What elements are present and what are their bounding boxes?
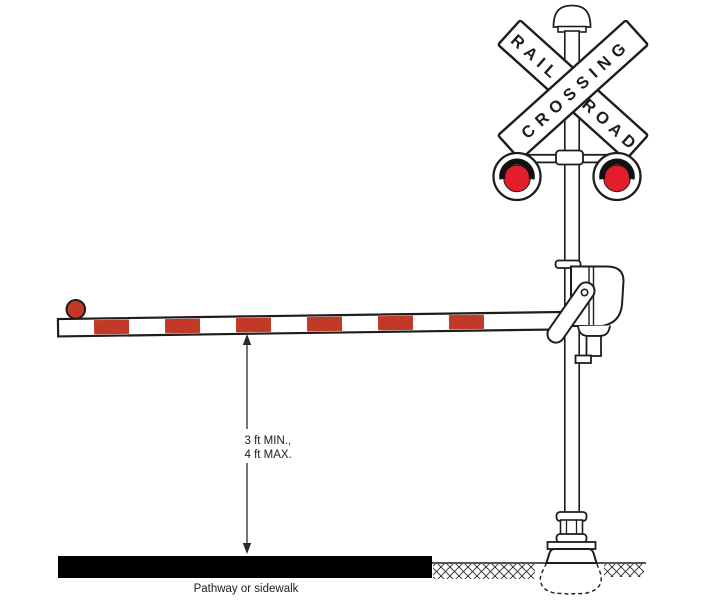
light-lens-right	[603, 164, 631, 193]
dimension-label-line2: 4 ft MAX.	[245, 449, 292, 461]
dimension-arrowhead-down	[242, 543, 252, 554]
base-joint	[559, 519, 584, 536]
light-visor-left	[499, 158, 535, 180]
ground-hatch-left	[433, 564, 535, 579]
pivot-arm-bar	[546, 281, 596, 344]
gate-arm-stripe	[235, 317, 272, 333]
gate-arm-tip-lamp	[65, 298, 87, 320]
ground-hatch-right	[604, 564, 644, 577]
gate-mechanism	[554, 259, 625, 364]
gate-arm-stripe	[93, 319, 130, 335]
dimension-label-line1: 3 ft MIN.,	[245, 435, 292, 447]
flashing-light-assembly	[492, 149, 642, 202]
pathway: Pathway or sidewalk	[58, 556, 432, 595]
gate-arm-stripes	[93, 314, 485, 335]
crossarm-junction-box	[555, 149, 584, 166]
gate-arm-stripe	[306, 316, 343, 332]
ground	[432, 562, 646, 579]
foundation-buried-outline	[539, 562, 602, 596]
signal-light-left	[492, 151, 542, 202]
crossing-blade-board	[497, 19, 649, 161]
pivot-bolt	[580, 288, 589, 297]
mechanism-lower-box	[585, 335, 602, 357]
pole-base	[539, 511, 602, 596]
foundation-pedestal	[545, 548, 598, 564]
gate-arm-stripe	[164, 318, 201, 334]
mechanism-step-bracket	[574, 354, 592, 364]
light-visor-right	[599, 158, 635, 180]
pole-dome-cap	[552, 4, 592, 28]
base-joint-lines	[565, 520, 578, 535]
gate-arm-stripe	[448, 314, 485, 330]
signal-light-right	[592, 151, 642, 202]
gate-pivot-arm	[546, 281, 596, 344]
pathway-label: Pathway or sidewalk	[194, 583, 299, 595]
dimension-annotation: 3 ft MIN., 4 ft MAX.	[242, 334, 292, 554]
base-plate	[546, 541, 597, 550]
gate-arm	[56, 298, 564, 338]
mechanism-bell-mount	[577, 325, 611, 337]
gate-arm-stripe	[377, 315, 414, 331]
pathway-surface-bar	[58, 556, 432, 578]
dimension-arrowhead-up	[242, 334, 252, 345]
light-lens-left	[503, 164, 531, 193]
mechanism-housing	[570, 265, 625, 327]
